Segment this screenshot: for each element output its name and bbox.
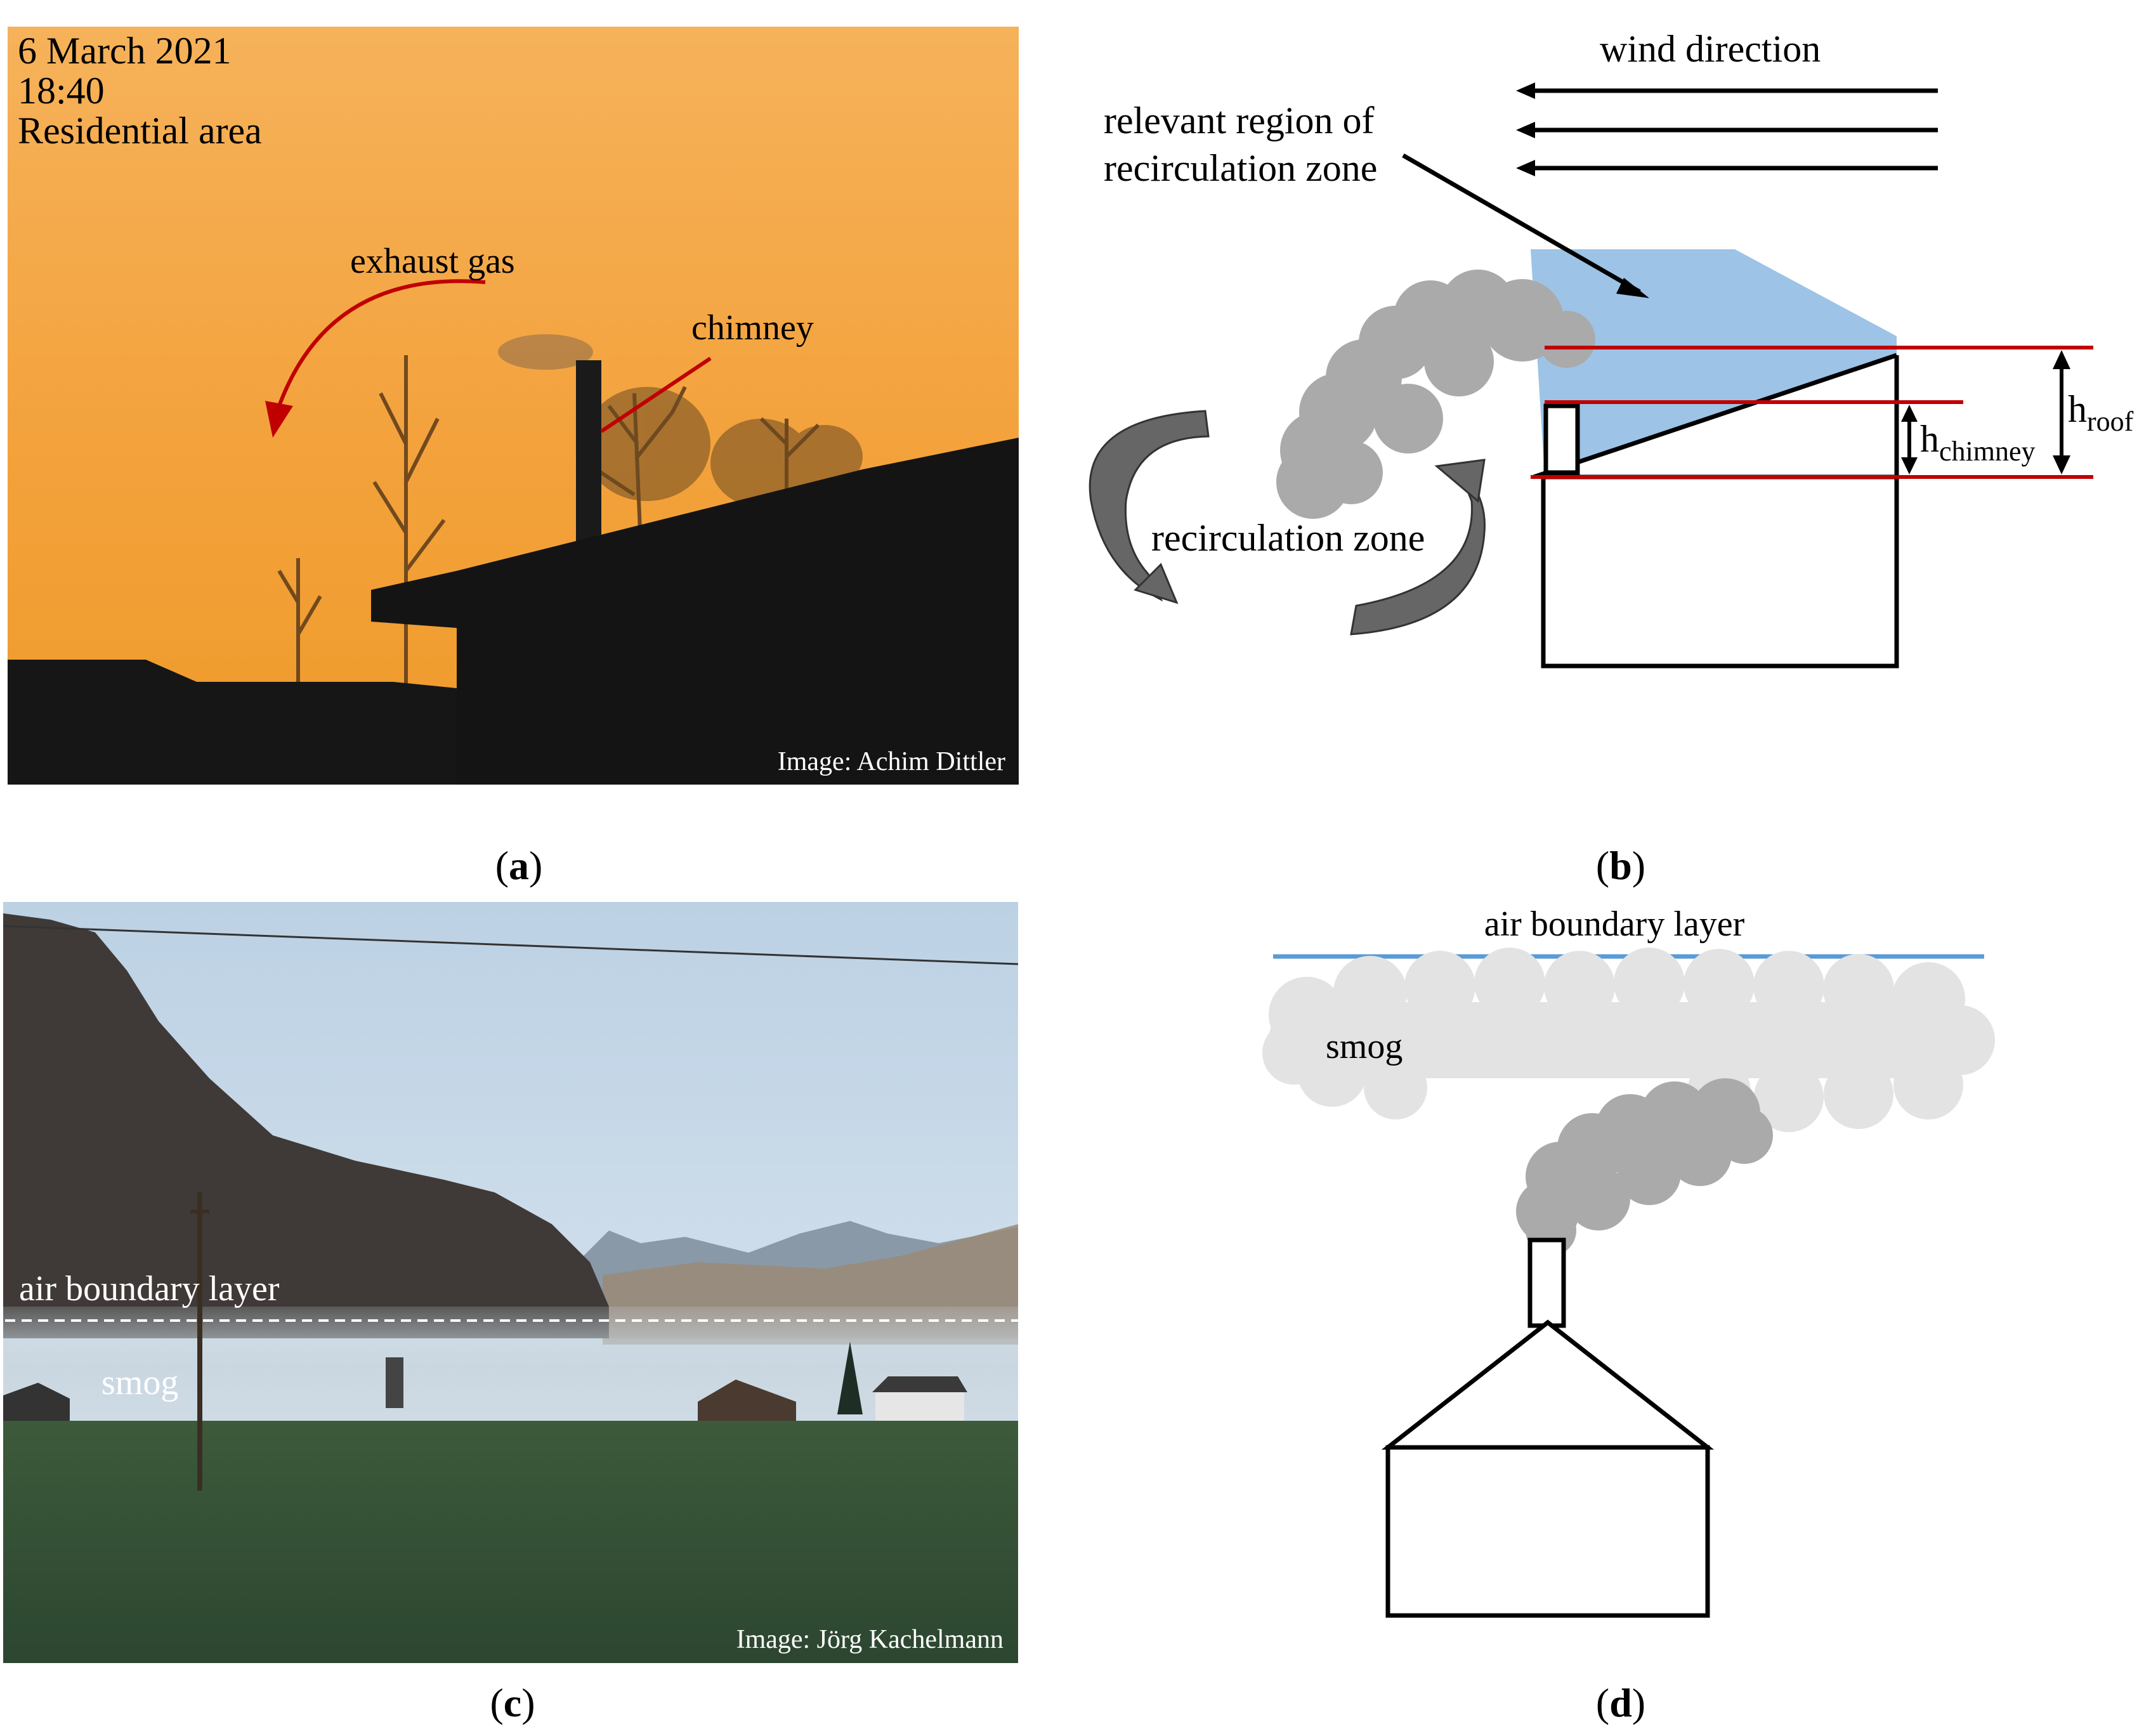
house-roof-d (1381, 1319, 1715, 1450)
photo-a-credit: Image: Achim Dittler (778, 747, 1005, 776)
house-silhouette (371, 438, 1019, 785)
chimney-smoke-d (1516, 1078, 1773, 1256)
region-pointer-head (1616, 278, 1649, 298)
smog-label-d: smog (1326, 1027, 1402, 1066)
power-line (3, 925, 1019, 965)
recirculation-arrow-left (1089, 410, 1210, 602)
h-chimney-arrowheads (1901, 405, 1918, 474)
meadow (3, 1421, 1018, 1663)
exhaust-gas-label: exhaust gas (350, 242, 515, 281)
panel-d: air boundary layer (1262, 904, 1995, 1618)
house-body-d (1385, 1445, 1710, 1618)
h-roof-label: hroof (2068, 388, 2134, 437)
photo-location: Residential area (18, 110, 262, 152)
chimney (576, 360, 601, 545)
house-body (1541, 474, 1899, 669)
smog-cloud (1262, 948, 1995, 1132)
chimney-label: chimney (691, 308, 814, 348)
wind-arrows (1522, 88, 1938, 171)
chimney-box (1543, 403, 1580, 475)
photo-time: 18:40 (18, 70, 105, 112)
recirculation-arrow-right-head (1434, 459, 1486, 503)
exhaust-arrow (277, 279, 486, 407)
house-roof (1533, 353, 1898, 480)
chimney-d (1527, 1237, 1566, 1328)
wind-arrow-heads (1516, 82, 1535, 176)
exhaust-arrow-head (265, 401, 293, 438)
caption-b: (b) (1596, 843, 1645, 888)
chimney-pointer (600, 356, 712, 433)
farm-buildings (3, 1341, 967, 1424)
smog-label-c: smog (101, 1363, 178, 1402)
panel-c: air boundary layer smog Image: Jörg Kach… (3, 902, 1019, 1663)
chimney-smoke-plume (1276, 270, 1595, 519)
neighbor-buildings (8, 660, 457, 785)
recirculation-arrow-left-head (1134, 563, 1179, 604)
caption-c: (c) (490, 1680, 535, 1725)
caption-a: (a) (495, 843, 543, 888)
caption-d: (d) (1596, 1680, 1645, 1725)
boundary-layer-label-c: air boundary layer (19, 1269, 280, 1309)
region-label-line1: relevant region of (1104, 100, 1374, 141)
region-label-line2: recirculation zone (1104, 147, 1377, 189)
forested-mountain (3, 913, 609, 1338)
exhaust-gas-plume (498, 334, 593, 370)
photo-c-credit: Image: Jörg Kachelmann (736, 1625, 1004, 1654)
boundary-layer-label-d: air boundary layer (1484, 904, 1745, 944)
region-pointer (1402, 153, 1641, 294)
recirculation-region-area (1531, 249, 1897, 476)
wind-direction-label: wind direction (1600, 28, 1821, 70)
recirculation-zone-label: recirculation zone (1151, 517, 1425, 559)
tree-canopy (584, 387, 863, 507)
photo-date: 6 March 2021 (18, 30, 232, 72)
h-chimney-label: hchimney (1920, 418, 2036, 467)
panel-b: wind direction (1089, 28, 2134, 669)
height-reference-lines (1531, 346, 2093, 479)
panel-a: 6 March 2021 18:40 Residential area exha… (8, 27, 1019, 785)
